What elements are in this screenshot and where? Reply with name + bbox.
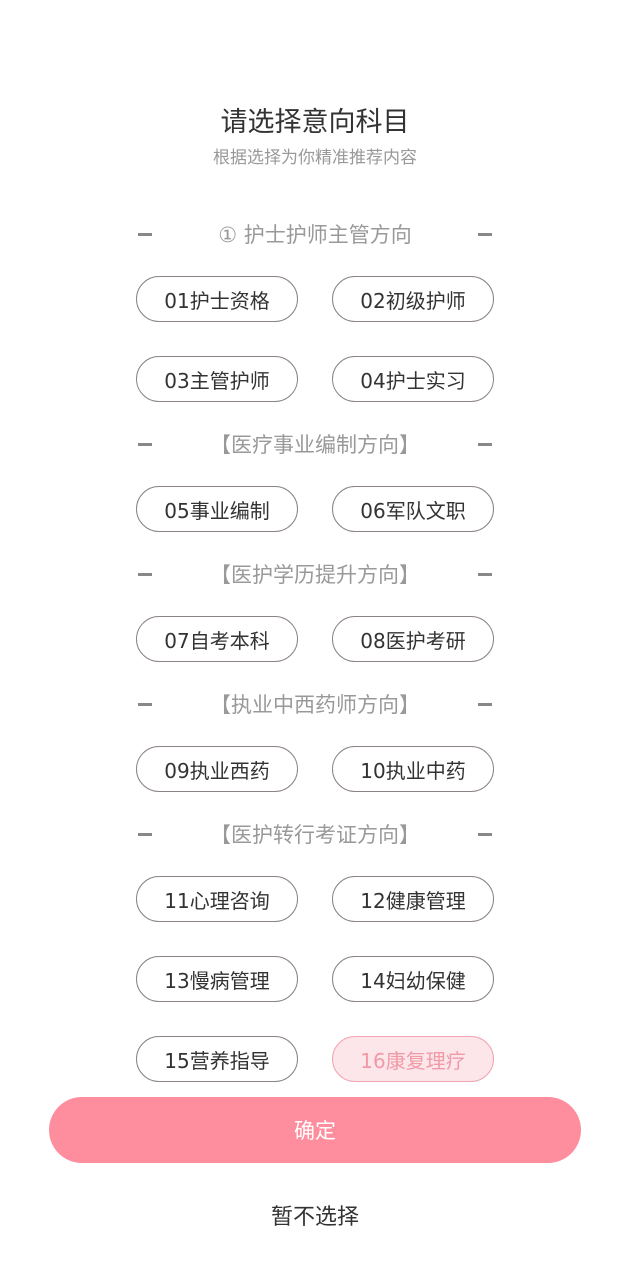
page-subtitle: 根据选择为你精准推荐内容 [213,148,417,168]
section-header: 【医护学历提升方向】 [132,549,498,599]
option-row: 13慢病管理 14妇幼保健 [132,939,498,1019]
confirm-button[interactable]: 确定 [49,1097,581,1163]
section-header: ① 护士护师主管方向 [132,209,498,259]
dash-decoration [478,702,492,706]
dash-decoration [138,702,152,706]
option-row: 07自考本科 08医护考研 [132,599,498,679]
option-row: 09执业西药 10执业中药 [132,729,498,809]
option-row: 03主管护师 04护士实习 [132,339,498,419]
dash-decoration [478,442,492,446]
subject-option[interactable]: 14妇幼保健 [332,956,494,1002]
dash-decoration [138,832,152,836]
subject-option[interactable]: 09执业西药 [136,746,298,792]
skip-button[interactable]: 暂不选择 [270,1205,359,1230]
section-title: 【医护学历提升方向】 [210,563,420,587]
subject-option[interactable]: 06军队文职 [332,486,494,532]
subject-option[interactable]: 08医护考研 [332,616,494,662]
section-header: 【医疗事业编制方向】 [132,419,498,469]
section-header: 【医护转行考证方向】 [132,809,498,859]
dash-decoration [138,442,152,446]
section-title: 【医疗事业编制方向】 [210,433,420,457]
dash-decoration [477,232,492,236]
subject-option[interactable]: 12健康管理 [332,876,494,922]
subject-option[interactable]: 16康复理疗 [332,1036,494,1082]
section-header: 【执业中西药师方向】 [132,679,498,729]
dash-decoration [138,572,152,576]
option-row: 15营养指导 16康复理疗 [132,1019,498,1099]
dash-decoration [478,832,492,836]
option-row: 01护士资格 02初级护师 [132,259,498,339]
subject-option[interactable]: 05事业编制 [136,486,298,532]
subject-option[interactable]: 15营养指导 [136,1036,298,1082]
page-title: 请选择意向科目 [220,107,410,138]
option-row: 11心理咨询 12健康管理 [132,859,498,939]
subject-option[interactable]: 01护士资格 [136,276,298,322]
subject-option[interactable]: 07自考本科 [136,616,298,662]
subject-list: ① 护士护师主管方向 01护士资格 02初级护师 03主管护师 04护士实习【医疗事业编… [132,209,498,1099]
section-title: ① 护士护师主管方向 [218,223,412,247]
subject-option[interactable]: 02初级护师 [332,276,494,322]
section-title: 【执业中西药师方向】 [210,693,420,717]
subject-option[interactable]: 03主管护师 [136,356,298,402]
subject-option[interactable]: 11心理咨询 [136,876,298,922]
dash-decoration [478,572,492,576]
option-row: 05事业编制 06军队文职 [132,469,498,549]
dash-decoration [138,232,152,236]
subject-option[interactable]: 13慢病管理 [136,956,298,1002]
section-title: 【医护转行考证方向】 [210,823,420,847]
subject-option[interactable]: 10执业中药 [332,746,494,792]
subject-option[interactable]: 04护士实习 [332,356,494,402]
